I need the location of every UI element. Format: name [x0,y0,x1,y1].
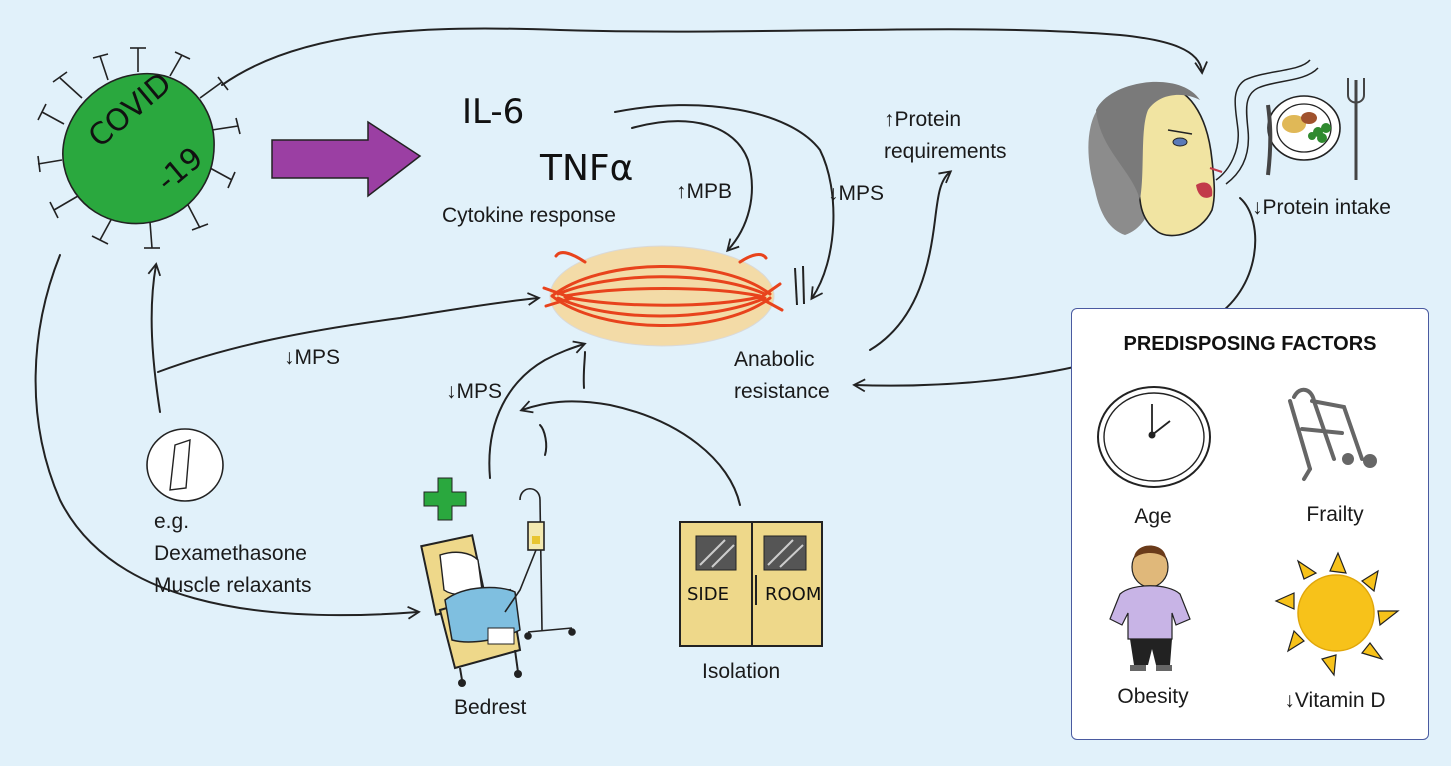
drugs-line3: Muscle relaxants [154,574,312,597]
protein-intake-label: ↓Protein intake [1252,196,1391,219]
purple-arrow-icon [271,120,422,198]
muscle-icon [542,245,805,347]
cross-icon [423,477,467,521]
sun-icon [1274,551,1400,677]
hospital-bed-icon [420,534,522,687]
protein-requirements-line2: requirements [884,140,1007,163]
arrow-isolation-to-muscle [519,400,741,506]
arrow-anabolic-to-protein-req [869,170,953,351]
predisposing-icons [1097,386,1400,677]
virus-icon [37,47,241,249]
arrow-mpb-to-muscle [631,120,753,253]
iv-drip-icon [504,487,576,640]
arrow-drugs-to-virus [147,262,162,413]
predisposing-factors-title: PREDISPOSING FACTORS [1123,333,1377,355]
obesity-label: Obesity [1117,685,1189,708]
protein-requirements-line1: ↑Protein [884,108,962,131]
iv-line [539,424,548,456]
isolation-label: Isolation [702,660,781,683]
cytokine-response-label: Cytokine response [442,204,616,227]
clock-icon [1097,386,1211,488]
drugs-line2: Dexamethasone [154,542,307,565]
age-label: Age [1134,505,1172,528]
frailty-label: Frailty [1306,503,1364,526]
drugs-line1: e.g. [154,510,190,533]
anabolic-resistance-line1: Anabolic [734,348,815,371]
mpb-up-label: ↑MPB [676,180,733,203]
arrow-drugs-to-muscle [157,292,541,373]
arrow-stub [582,351,586,389]
pill-icon [146,428,224,502]
arrow-virus-to-bedrest [34,254,421,620]
anabolic-resistance-line2: resistance [734,380,830,403]
mps-down-bedrest-label: ↓MPS [446,380,503,403]
doors-icon [679,521,823,647]
walker-icon [1288,387,1377,481]
predisposing-factors-box: PREDISPOSING FACTORS [1071,308,1429,740]
arrow-virus-to-face [221,27,1208,86]
person-icon [1109,545,1191,671]
door-right-label: ROOM [765,584,822,605]
arrow-bedrest-to-muscle [488,340,587,479]
bedrest-label: Bedrest [454,696,527,719]
door-left-label: SIDE [687,584,729,605]
il6-label: IL-6 [462,92,525,132]
vitamin-d-label: ↓Vitamin D [1284,689,1386,712]
mps-down-left-label: ↓MPS [284,346,341,369]
tnf-label: TNFα [540,148,634,189]
plate-icon [1266,78,1365,180]
face-eating-icon [1088,59,1319,237]
mps-down-top-label: ↓MPS [828,182,885,205]
arrow-il6-to-muscle [614,104,835,301]
